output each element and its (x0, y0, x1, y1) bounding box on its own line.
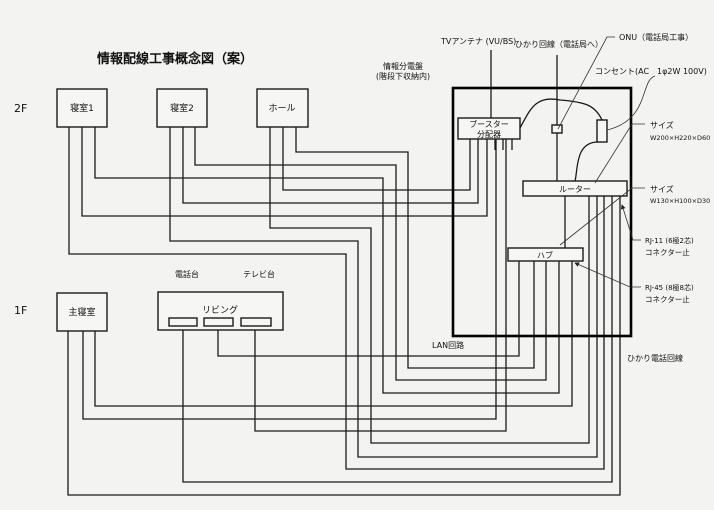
wires-1f (67, 139, 621, 496)
floor-label-1f: 1F (14, 304, 27, 317)
fiber-phone-circuit-label: ひかり電話回線 (627, 353, 683, 363)
lan-outlet (203, 317, 234, 327)
phone-stand-label: 電話台 (175, 269, 199, 279)
room-bedroom1: 寝室1 (56, 88, 108, 128)
phone-outlet (168, 317, 198, 327)
room-label: リビング (202, 304, 238, 316)
hub: ハブ (507, 247, 584, 262)
power-outlet (596, 119, 608, 143)
diagram-title: 情報配線工事概念図（案） (97, 51, 253, 67)
onu-box (551, 124, 563, 134)
room-bedroom2: 寝室2 (156, 88, 208, 128)
room-label: 主寝室 (68, 306, 95, 318)
tv-outlet (240, 317, 272, 327)
room-label: ホール (268, 103, 295, 114)
panel-title: 情報分電盤 (383, 61, 423, 71)
booster-label: ブースター (469, 119, 509, 129)
router: ルーター (522, 180, 628, 197)
lan-circuit-label: LAN回路 (432, 340, 464, 350)
device-size-title: サイズ (650, 184, 674, 194)
outlet-label: コンセント(AC 1φ2W 100V) (595, 67, 707, 76)
rj45-label: RJ-45 (8極8芯) (645, 283, 694, 292)
booster-splitter: ブースター 分配器 (457, 117, 521, 140)
panel-size-title: サイズ (650, 120, 674, 130)
tv-antenna-label: TVアンテナ (VU/BS) (440, 37, 516, 46)
distribution-panel (451, 86, 633, 338)
room-label: 寝室2 (170, 102, 194, 114)
room-master-bedroom: 主寝室 (56, 292, 108, 332)
rj11-note: コネクター止 (645, 247, 690, 257)
wires-2f (68, 127, 605, 470)
room-hall: ホール (256, 88, 309, 128)
splitter-label: 分配器 (477, 130, 501, 139)
room-label: 寝室1 (70, 102, 94, 114)
panel-size-value: W200×H220×D60 (650, 134, 710, 142)
leader-lines (557, 36, 656, 288)
room-living: リビング (157, 291, 284, 331)
router-power-cable (574, 141, 599, 182)
booster-power-cable (519, 98, 603, 129)
fiber-line-label: ひかり回線（電話局へ） (515, 39, 603, 49)
rj45-note: コネクター止 (645, 294, 690, 304)
floor-label-2f: 2F (14, 102, 27, 115)
tv-stand-label: テレビ台 (243, 269, 275, 279)
hub-label: ハブ (537, 250, 553, 260)
onu-label: ONU（電話局工事） (619, 32, 693, 42)
router-label: ルーター (559, 185, 591, 194)
rj11-label: RJ-11 (6極2芯) (645, 236, 694, 245)
panel-location: (階段下収納内) (376, 71, 430, 81)
device-size-value: W130×H100×D30 (650, 197, 710, 205)
